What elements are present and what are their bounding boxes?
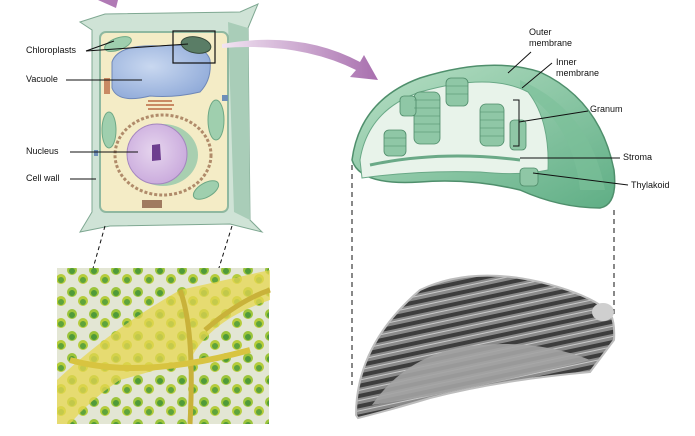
plant-cell	[78, 3, 264, 233]
label-outer-membrane-line2: membrane	[529, 38, 573, 48]
label-stroma: Stroma	[623, 152, 653, 162]
label-thylakoid: Thylakoid	[631, 180, 670, 190]
label-granum: Granum	[590, 104, 623, 114]
label-cell-wall: Cell wall	[26, 173, 60, 183]
cell-leader-lines	[66, 40, 189, 180]
chloroplast-cutaway	[351, 64, 616, 209]
label-inner-membrane-line1: Inner	[556, 57, 577, 67]
label-outer-membrane: Outer membrane	[529, 27, 572, 49]
light-micrograph	[57, 268, 271, 425]
magnify-arrow	[222, 39, 378, 80]
label-outer-membrane-line1: Outer	[529, 27, 552, 37]
chloroplast-highlight-box	[172, 30, 216, 64]
label-chloroplasts: Chloroplasts	[26, 45, 77, 55]
chloroplast-to-em-lines	[351, 165, 615, 385]
chloroplast-leader-lines	[507, 51, 629, 186]
label-nucleus: Nucleus	[26, 146, 59, 156]
label-vacuole: Vacuole	[26, 74, 58, 84]
label-inner-membrane: Inner membrane	[556, 57, 599, 79]
arrow-tail-fragment	[98, 0, 118, 8]
label-inner-membrane-line2: membrane	[556, 68, 600, 78]
electron-micrograph	[354, 274, 616, 420]
